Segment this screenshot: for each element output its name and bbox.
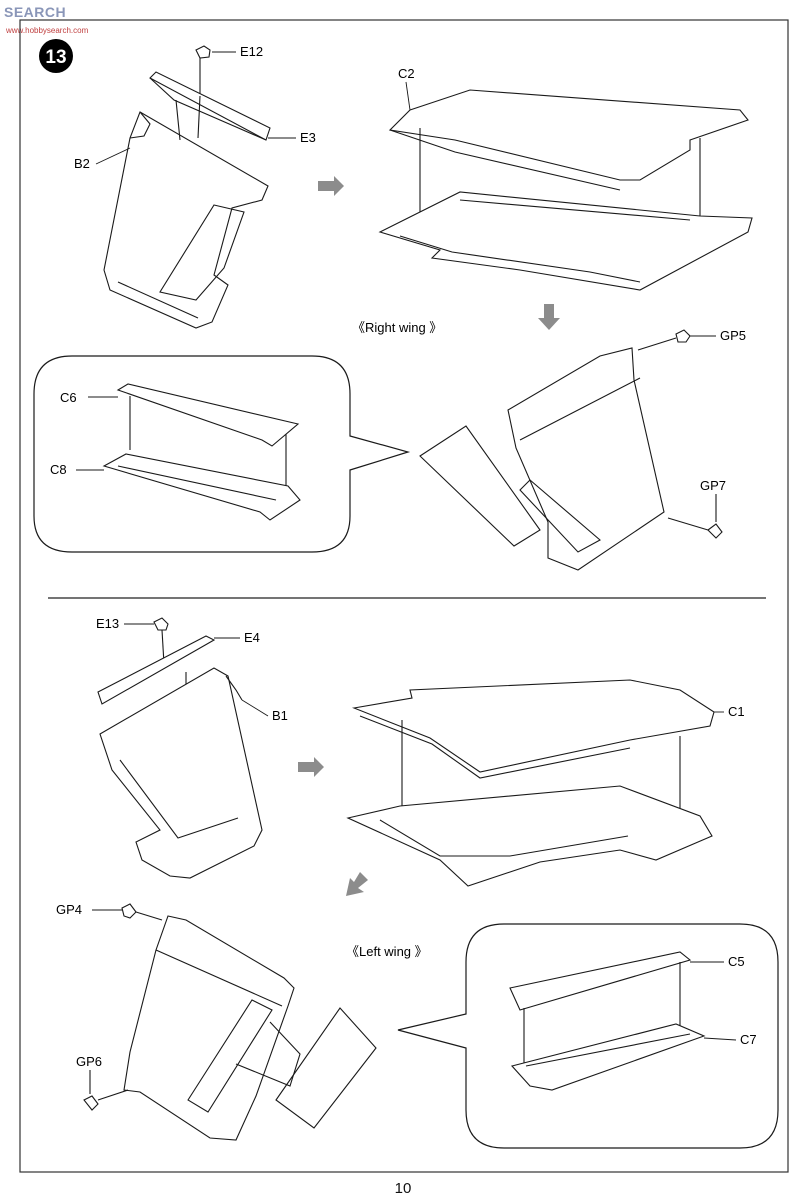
part-gp4	[121, 903, 163, 921]
page-frame	[19, 19, 789, 1173]
part-c6	[116, 383, 300, 490]
part-b1	[99, 667, 263, 879]
label-gp7: GP7	[700, 478, 726, 493]
part-gp6	[83, 1070, 129, 1111]
label-c6: C6	[60, 390, 77, 405]
part-b2	[103, 95, 269, 329]
label-c5: C5	[728, 954, 745, 969]
label-c8: C8	[50, 462, 67, 477]
left-wing-label: 《Left wing 》	[346, 944, 428, 959]
label-gp5: GP5	[720, 328, 746, 343]
part-e13	[153, 617, 169, 665]
part-e12	[195, 45, 211, 95]
label-b1: B1	[272, 708, 288, 723]
flow-arrow-right-1	[318, 176, 344, 196]
callout-left-wing	[397, 923, 779, 1149]
label-e3: E3	[300, 130, 316, 145]
page-number: 10	[394, 1180, 412, 1197]
flow-arrow-right-2	[298, 757, 324, 777]
label-e4: E4	[244, 630, 260, 645]
label-gp4: GP4	[56, 902, 82, 917]
part-right-wing-assembly	[419, 347, 665, 571]
label-gp6: GP6	[76, 1054, 102, 1069]
callout-right-wing	[33, 355, 411, 553]
label-e13: E13	[96, 616, 119, 631]
part-c8	[102, 453, 301, 521]
step-badge: 13	[39, 39, 73, 73]
part-e3	[149, 71, 271, 141]
label-c2: C2	[398, 66, 415, 81]
part-left-wing-assembly	[123, 915, 377, 1141]
part-gp7	[667, 494, 723, 539]
flow-arrow-down-left	[346, 872, 368, 896]
part-c7	[510, 1023, 706, 1091]
flow-arrow-down	[538, 304, 560, 330]
part-gp5	[637, 329, 691, 351]
part-c5	[509, 951, 692, 1070]
label-c7: C7	[740, 1032, 757, 1047]
label-e12: E12	[240, 44, 263, 59]
part-left-lower-wing	[346, 785, 713, 887]
step-number: 13	[45, 47, 66, 68]
watermark-logo: SEARCH www.hobbysearch.com	[4, 4, 88, 35]
part-c2	[388, 89, 749, 238]
label-c1: C1	[728, 704, 745, 719]
leader-lines	[76, 51, 737, 1041]
right-wing-label: 《Right wing 》	[352, 320, 442, 335]
watermark-title: SEARCH	[4, 4, 67, 20]
label-b2: B2	[74, 156, 90, 171]
watermark-url: www.hobbysearch.com	[6, 26, 89, 35]
part-right-lower-wing	[378, 191, 753, 291]
